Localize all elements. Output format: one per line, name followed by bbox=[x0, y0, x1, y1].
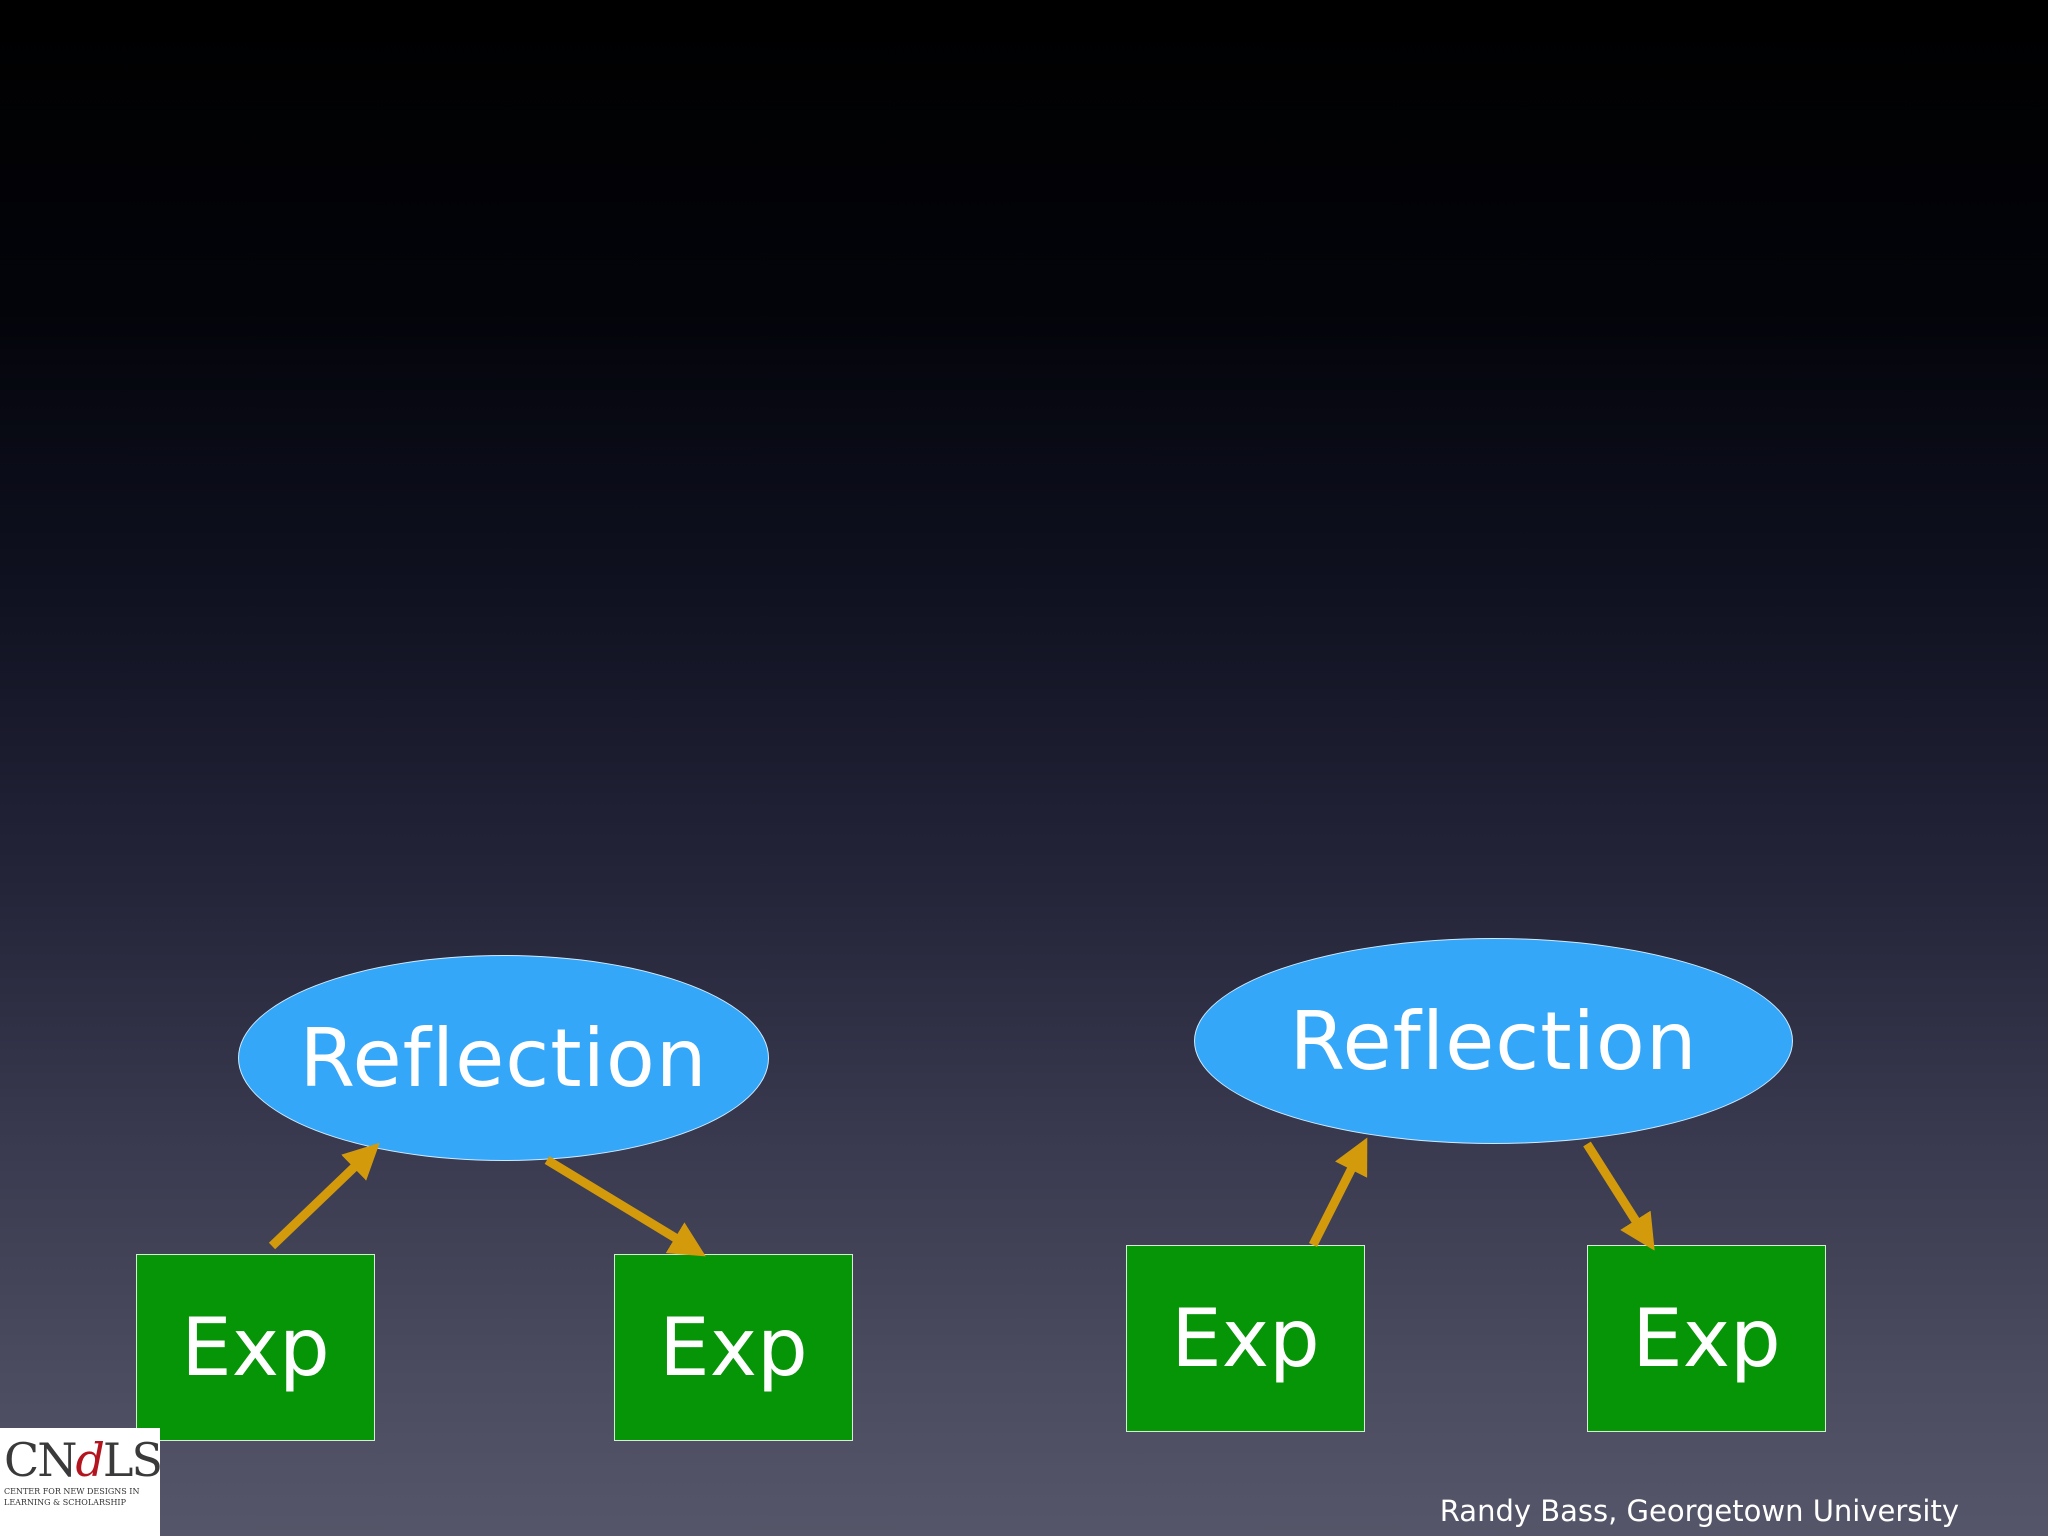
reflection-label-1: Reflection bbox=[299, 1011, 708, 1105]
exp-label-2-left: Exp bbox=[1171, 1292, 1320, 1385]
exp-node-1-right: Exp bbox=[614, 1254, 853, 1441]
reflection-node-2: Reflection bbox=[1194, 938, 1793, 1144]
exp-label-1-right: Exp bbox=[659, 1301, 808, 1394]
arrow-2-up bbox=[1308, 1137, 1368, 1248]
logo-subtitle-line2: LEARNING & SCHOLARSHIP bbox=[4, 1498, 126, 1507]
exp-node-1-left: Exp bbox=[136, 1254, 375, 1441]
exp-node-2-right: Exp bbox=[1587, 1245, 1826, 1432]
cndls-logo: CNdLS CENTER FOR NEW DESIGNS IN LEARNING… bbox=[0, 1428, 160, 1536]
arrow-1-down bbox=[544, 1156, 706, 1257]
reflection-node-1: Reflection bbox=[238, 955, 769, 1161]
reflection-label-2: Reflection bbox=[1289, 994, 1698, 1088]
logo-mark: CNdLS bbox=[4, 1433, 160, 1487]
logo-subtitle-line1: CENTER FOR NEW DESIGNS IN bbox=[4, 1487, 140, 1496]
arrow-1-up bbox=[268, 1142, 380, 1250]
arrow-2-down bbox=[1583, 1141, 1655, 1251]
exp-label-2-right: Exp bbox=[1632, 1292, 1781, 1385]
exp-node-2-left: Exp bbox=[1126, 1245, 1365, 1432]
author-credit: Randy Bass, Georgetown University bbox=[1439, 1494, 1959, 1528]
exp-label-1-left: Exp bbox=[181, 1301, 330, 1394]
